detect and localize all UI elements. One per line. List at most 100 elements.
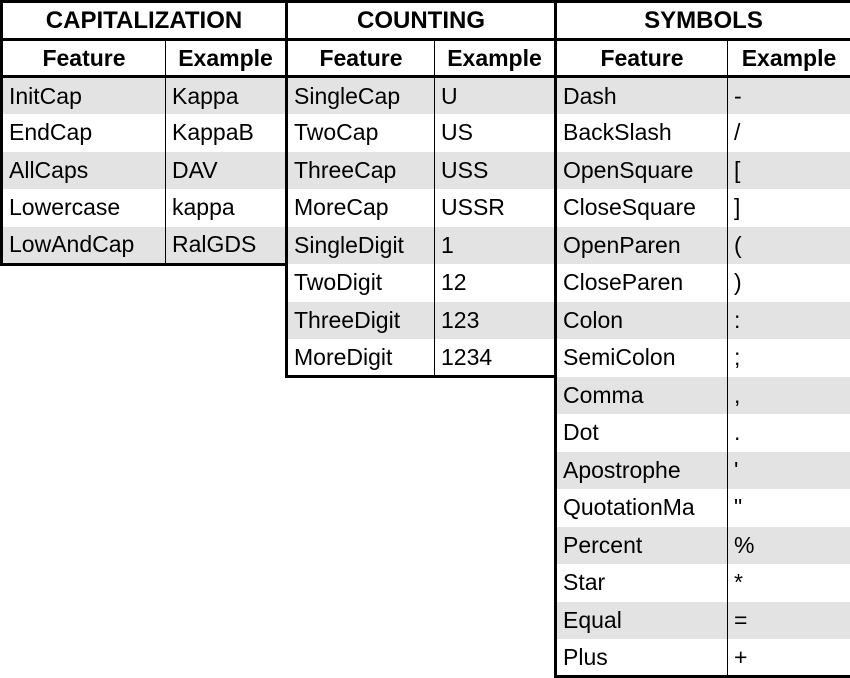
table-row: BackSlash/: [556, 114, 850, 152]
example-cell: U: [435, 77, 556, 115]
feature-cell: QuotationMa: [556, 489, 728, 527]
example-cell: +: [728, 639, 850, 677]
feature-cell: AllCaps: [2, 152, 166, 190]
feature-cell: MoreDigit: [287, 339, 435, 377]
example-cell: ": [728, 489, 850, 527]
table-row: Apostrophe': [556, 452, 850, 490]
feature-cell: Percent: [556, 527, 728, 565]
example-cell: =: [728, 602, 850, 640]
feature-cell: Dash: [556, 77, 728, 115]
example-cell: *: [728, 564, 850, 602]
feature-cell: Apostrophe: [556, 452, 728, 490]
feature-cell: SingleDigit: [287, 227, 435, 265]
example-cell: US: [435, 114, 556, 152]
symbols-table-block: SYMBOLS Feature Example Dash-BackSlash/O…: [554, 0, 850, 678]
example-cell: kappa: [166, 189, 287, 227]
counting-title: COUNTING: [287, 2, 556, 40]
example-cell: RalGDS: [166, 227, 287, 265]
table-row: Dash-: [556, 77, 850, 115]
counting-feature-header: Feature: [287, 40, 435, 77]
example-cell: ): [728, 264, 850, 302]
feature-cell: ThreeCap: [287, 152, 435, 190]
feature-cell: Colon: [556, 302, 728, 340]
symbols-title: SYMBOLS: [556, 2, 850, 40]
symbols-example-header: Example: [728, 40, 850, 77]
table-row: Equal=: [556, 602, 850, 640]
table-row: Star*: [556, 564, 850, 602]
example-cell: DAV: [166, 152, 287, 190]
feature-cell: OpenParen: [556, 227, 728, 265]
feature-cell: Lowercase: [2, 189, 166, 227]
feature-cell: LowAndCap: [2, 227, 166, 265]
example-cell: [: [728, 152, 850, 190]
feature-cell: TwoDigit: [287, 264, 435, 302]
example-cell: (: [728, 227, 850, 265]
feature-cell: Equal: [556, 602, 728, 640]
table-row: SemiColon;: [556, 339, 850, 377]
feature-cell: SingleCap: [287, 77, 435, 115]
table-row: Percent%: [556, 527, 850, 565]
feature-cell: ThreeDigit: [287, 302, 435, 340]
capitalization-feature-header: Feature: [2, 40, 166, 77]
feature-cell: Dot: [556, 414, 728, 452]
feature-cell: BackSlash: [556, 114, 728, 152]
example-cell: -: [728, 77, 850, 115]
table-row: CloseParen): [556, 264, 850, 302]
table-row: Dot.: [556, 414, 850, 452]
feature-cell: Comma: [556, 377, 728, 415]
feature-cell: CloseParen: [556, 264, 728, 302]
example-cell: Kappa: [166, 77, 287, 115]
example-cell: ': [728, 452, 850, 490]
example-cell: ;: [728, 339, 850, 377]
example-cell: :: [728, 302, 850, 340]
capitalization-title: CAPITALIZATION: [2, 2, 287, 40]
counting-example-header: Example: [435, 40, 556, 77]
table-row: OpenParen(: [556, 227, 850, 265]
example-cell: ]: [728, 189, 850, 227]
example-cell: 123: [435, 302, 556, 340]
example-cell: %: [728, 527, 850, 565]
example-cell: ,: [728, 377, 850, 415]
feature-cell: CloseSquare: [556, 189, 728, 227]
capitalization-example-header: Example: [166, 40, 287, 77]
table-row: CloseSquare]: [556, 189, 850, 227]
feature-cell: Star: [556, 564, 728, 602]
feature-cell: InitCap: [2, 77, 166, 115]
example-cell: 1234: [435, 339, 556, 377]
table-row: Comma,: [556, 377, 850, 415]
example-cell: USS: [435, 152, 556, 190]
example-cell: USSR: [435, 189, 556, 227]
feature-cell: SemiColon: [556, 339, 728, 377]
feature-cell: TwoCap: [287, 114, 435, 152]
example-cell: KappaB: [166, 114, 287, 152]
example-cell: 1: [435, 227, 556, 265]
table-row: OpenSquare[: [556, 152, 850, 190]
feature-cell: MoreCap: [287, 189, 435, 227]
feature-cell: EndCap: [2, 114, 166, 152]
example-cell: .: [728, 414, 850, 452]
example-cell: 12: [435, 264, 556, 302]
symbols-feature-header: Feature: [556, 40, 728, 77]
example-cell: /: [728, 114, 850, 152]
table-row: Plus+: [556, 639, 850, 677]
table-row: Colon:: [556, 302, 850, 340]
feature-cell: Plus: [556, 639, 728, 677]
symbols-table: SYMBOLS Feature Example Dash-BackSlash/O…: [554, 0, 850, 678]
